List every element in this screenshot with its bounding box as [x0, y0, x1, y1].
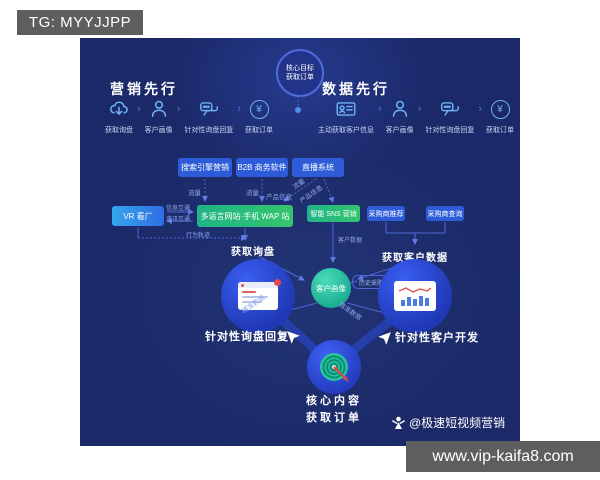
channel-box-website: 多语言网站·手机 WAP 站 — [197, 205, 293, 227]
channel-box-buyer-search: 采购商查询 — [426, 206, 464, 221]
id-card-icon — [335, 98, 357, 120]
marketing-flow-title: 营销先行 — [110, 81, 178, 97]
chat-icon — [198, 98, 220, 120]
source-box-b2b: B2B 商务软件 — [236, 158, 288, 177]
source-box-search-engine: 搜索引擎营销 — [178, 158, 232, 177]
action-label-customer-development: 针对性客户开发 — [395, 332, 479, 344]
customer-persona-circle: 客户画像 — [311, 268, 351, 308]
target-blob — [307, 340, 361, 394]
flow-step: 获取询盘 — [105, 98, 133, 135]
chevron-right-icon: › — [176, 103, 181, 115]
channel-box-vr: VR 看厂 — [112, 206, 164, 226]
chevron-right-icon: › — [478, 103, 483, 115]
cloud-download-icon — [108, 98, 130, 120]
flow-step-label: 客户画像 — [385, 127, 414, 134]
browser-card-illustration — [238, 279, 281, 310]
milestone-inquiry: 获取询盘 — [231, 247, 275, 258]
core-goal-line1: 核心目标 — [286, 65, 314, 72]
flow-step-label: 获取订单 — [245, 127, 274, 134]
flow-step: ¥ 获取订单 — [486, 98, 514, 135]
flow-step: 针对性询盘回复 — [184, 98, 233, 135]
cursor-icon — [376, 331, 392, 347]
tg-badge: TG: MYYJJPP — [17, 10, 143, 35]
flow-step-label: 获取订单 — [486, 127, 515, 134]
flow-step: 客户画像 — [386, 98, 414, 135]
flow-step-label: 获取询盘 — [105, 127, 133, 134]
channel-box-sns: 智能 SNS 营销 — [307, 205, 360, 222]
user-icon — [389, 98, 411, 120]
source-box-live: 直播系统 — [292, 158, 344, 177]
channel-box-buyer-recommend: 采购商推荐 — [367, 206, 405, 221]
flow-step: 客户画像 — [145, 98, 173, 135]
core-content-line2: 获取订单 — [306, 412, 362, 424]
milestone-customer-data: 获取客户数据 — [372, 249, 458, 264]
edge-label-info-exchange: 信息互通 — [166, 206, 191, 212]
flow-step: 针对性询盘回复 — [425, 98, 474, 135]
chevron-right-icon: › — [237, 103, 242, 115]
flow-step-label: 针对性询盘回复 — [425, 127, 475, 134]
edge-label-behavior: 行为轨迹 — [186, 233, 211, 239]
flow-step-label: 客户画像 — [144, 127, 173, 134]
flow-step: 主动获取客户信息 — [318, 98, 374, 135]
core-goal-line2: 获取订单 — [286, 74, 314, 81]
chart-card-illustration — [394, 281, 436, 311]
flow-step-label: 针对性询盘回复 — [184, 127, 234, 134]
chevron-right-icon: › — [137, 103, 141, 115]
chat-icon — [439, 98, 461, 120]
core-content-line1: 核心内容 — [306, 395, 362, 407]
edge-label-traffic: 流量 — [188, 190, 201, 197]
chevron-right-icon: › — [378, 103, 382, 115]
edge-label-customer-data: 客户数据 — [338, 238, 363, 244]
data-flow: 主动获取客户信息 › 客户画像 › 针对性询盘回复 — [318, 98, 514, 135]
core-goal-circle: 核心目标 获取订单 — [276, 49, 324, 97]
watermark-url-bar: www.vip-kaifa8.com — [406, 441, 600, 472]
data-flow-title: 数据先行 — [322, 81, 390, 97]
edge-label-product-info: 产品信息 — [266, 194, 292, 201]
credit-label: @极速短视频营销 — [409, 416, 506, 430]
yen-icon: ¥ — [489, 98, 511, 120]
edge-label-news-exchange: 资讯互通 — [166, 217, 191, 223]
credit: @极速短视频营销 — [392, 414, 505, 431]
edge-label-traffic: 流量 — [246, 190, 259, 197]
flow-step-label: 主动获取客户信息 — [318, 127, 374, 134]
cursor-icon — [286, 330, 302, 346]
flow-step: ¥ 获取订单 — [245, 98, 273, 135]
yen-icon: ¥ — [248, 98, 270, 120]
user-icon — [148, 98, 170, 120]
action-label-inquiry-reply: 针对性询盘回复 — [205, 331, 289, 343]
marketing-flow: 获取询盘 › 客户画像 › 针对性询盘回复 — [105, 98, 273, 135]
chevron-right-icon: › — [417, 103, 422, 115]
bullseye-icon — [320, 353, 349, 382]
mascot-icon — [392, 416, 405, 429]
